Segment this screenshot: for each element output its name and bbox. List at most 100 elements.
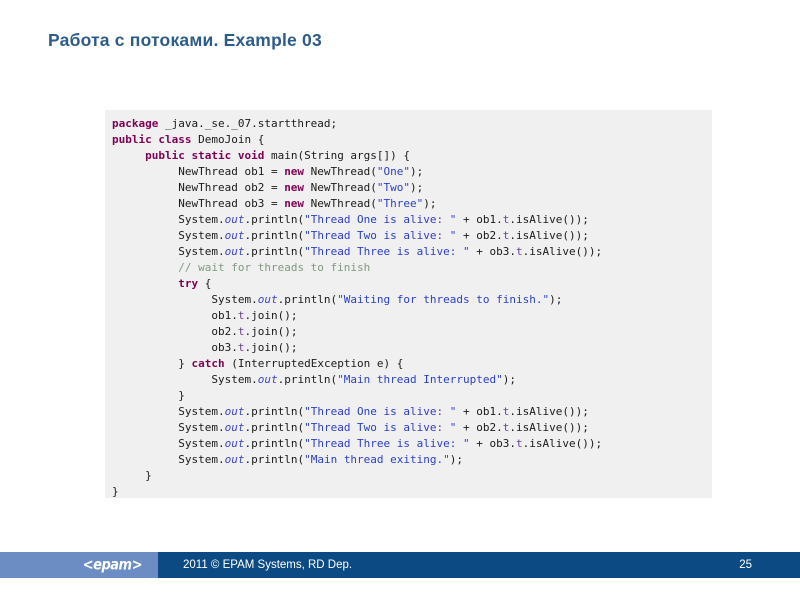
- code-line: NewThread ob2 = new NewThread("Two");: [112, 180, 706, 196]
- code-token: out: [257, 373, 278, 386]
- code-token: (InterruptedException e) {: [224, 357, 404, 370]
- code-token: System.: [112, 437, 225, 450]
- code-token: System.: [112, 405, 225, 418]
- code-token: DemoJoin {: [191, 133, 265, 146]
- footer-bar: <epam> 2011 © EPAM Systems, RD Dep. 25: [0, 552, 800, 578]
- code-token: + ob3.: [469, 245, 517, 258]
- code-token: );: [449, 453, 464, 466]
- code-token: t: [237, 309, 245, 322]
- code-line: System.out.println("Thread Three is aliv…: [112, 244, 706, 260]
- code-token: .println(: [244, 213, 305, 226]
- code-line: }: [112, 388, 706, 404]
- footer-copyright: 2011 © EPAM Systems, RD Dep.: [183, 559, 353, 571]
- code-token: public static void: [145, 149, 265, 162]
- code-token: + ob1.: [456, 405, 503, 418]
- footer-logo-panel: <epam>: [0, 552, 158, 578]
- code-token: package: [112, 117, 159, 130]
- code-token: "Main thread exiting.": [304, 453, 450, 466]
- code-token: [112, 261, 178, 274]
- code-token: + ob1.: [456, 213, 503, 226]
- code-token: try: [178, 277, 199, 290]
- code-token: .println(: [244, 437, 305, 450]
- epam-logo: <epam>: [82, 556, 143, 574]
- code-token: System.: [112, 213, 225, 226]
- code-token: t: [502, 421, 510, 434]
- code-token: public class: [112, 133, 192, 146]
- code-token: .println(: [244, 229, 305, 242]
- page-title: Работа с потоками. Example 03: [48, 30, 322, 50]
- code-token: NewThread ob3 =: [112, 197, 285, 210]
- code-token: );: [549, 293, 563, 306]
- code-token: }: [112, 357, 192, 370]
- code-line: ob1.t.join();: [112, 308, 706, 324]
- code-token: "Thread Two is alive: ": [304, 229, 457, 242]
- code-token: );: [410, 181, 424, 194]
- code-token: "Thread Three is alive: ": [304, 245, 470, 258]
- code-token: {: [198, 277, 212, 290]
- code-line: package _java._se._07.startthread;: [112, 116, 706, 132]
- code-token: t: [516, 245, 523, 258]
- code-line: ob2.t.join();: [112, 324, 706, 340]
- code-token: out: [224, 405, 245, 418]
- code-token: }: [112, 469, 152, 482]
- code-line: System.out.println("Thread One is alive:…: [112, 404, 706, 420]
- code-token: new: [284, 165, 305, 178]
- code-token: );: [423, 197, 437, 210]
- code-line: System.out.println("Main thread Interrup…: [112, 372, 706, 388]
- code-line: NewThread ob3 = new NewThread("Three");: [112, 196, 706, 212]
- code-token: .isAlive());: [509, 229, 589, 242]
- code-token: out: [224, 437, 245, 450]
- code-token: + ob2.: [456, 421, 503, 434]
- code-token: t: [502, 213, 510, 226]
- code-token: "Thread Three is alive: ": [304, 437, 470, 450]
- code-token: .join();: [244, 309, 298, 322]
- code-token: }: [112, 389, 185, 402]
- code-line: NewThread ob1 = new NewThread("One");: [112, 164, 706, 180]
- code-line: System.out.println("Thread Three is aliv…: [112, 436, 706, 452]
- code-token: System.: [112, 453, 225, 466]
- code-block: package _java._se._07.startthread;public…: [105, 110, 712, 498]
- code-line: // wait for threads to finish: [112, 260, 706, 276]
- code-line: System.out.println("Thread Two is alive:…: [112, 228, 706, 244]
- code-token: _java._se._07.startthread;: [158, 117, 338, 130]
- code-line: } catch (InterruptedException e) {: [112, 356, 706, 372]
- code-token: "Main thread Interrupted": [337, 373, 503, 386]
- code-token: );: [502, 373, 517, 386]
- code-token: NewThread(: [304, 197, 377, 210]
- code-token: "Thread One is alive: ": [304, 405, 457, 418]
- code-token: out: [224, 245, 245, 258]
- code-line: }: [112, 484, 706, 498]
- code-token: "One": [376, 165, 411, 178]
- code-line: System.out.println("Main thread exiting.…: [112, 452, 706, 468]
- code-token: + ob3.: [469, 437, 517, 450]
- code-token: out: [224, 421, 245, 434]
- code-token: "Thread One is alive: ": [304, 213, 457, 226]
- code-token: new: [284, 197, 305, 210]
- code-token: "Two": [376, 181, 411, 194]
- code-token: .println(: [244, 245, 305, 258]
- code-line: }: [112, 468, 706, 484]
- code-token: // wait for threads to finish: [178, 261, 371, 274]
- code-line: public static void main(String args[]) {: [112, 148, 706, 164]
- code-token: [112, 149, 145, 162]
- code-token: out: [257, 293, 278, 306]
- code-line: ob3.t.join();: [112, 340, 706, 356]
- code-token: .isAlive());: [522, 437, 603, 450]
- code-token: System.: [112, 245, 225, 258]
- code-token: System.: [112, 373, 258, 386]
- code-token: NewThread(: [304, 181, 377, 194]
- code-token: out: [224, 453, 245, 466]
- code-token: .join();: [244, 325, 298, 338]
- code-token: catch: [191, 357, 225, 370]
- code-token: System.: [112, 293, 258, 306]
- code-token: .isAlive());: [522, 245, 603, 258]
- code-token: .println(: [244, 453, 305, 466]
- code-token: "Waiting for threads to finish.": [337, 293, 550, 306]
- code-token: NewThread ob1 =: [112, 165, 285, 178]
- code-token: ob3.: [112, 341, 238, 354]
- code-token: t: [502, 229, 510, 242]
- code-line: public class DemoJoin {: [112, 132, 706, 148]
- code-line: try {: [112, 276, 706, 292]
- code-token: }: [112, 485, 119, 498]
- code-token: .println(: [244, 421, 305, 434]
